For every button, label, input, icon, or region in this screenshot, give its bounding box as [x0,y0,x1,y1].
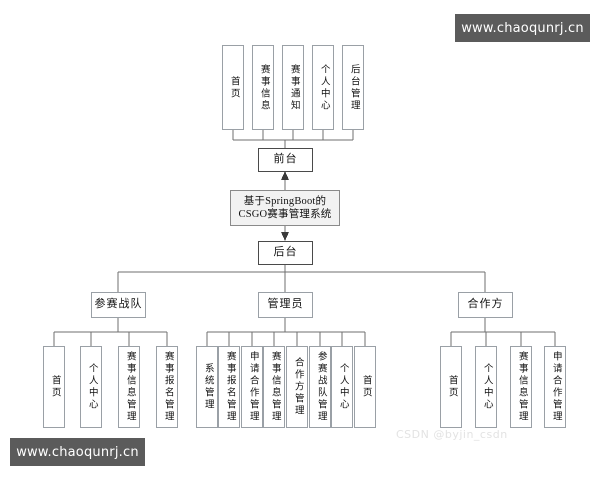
backend-group-label: 参赛战队 [94,298,143,311]
group-item-box[interactable]: 个人中心 [331,346,353,428]
group-item-label: 申请合作管理 [550,351,561,423]
group-item-label: 参赛战队管理 [315,351,326,423]
group-item-label: 赛事信息管理 [516,351,527,423]
group-item-label: 个人中心 [86,363,97,411]
group-item-box[interactable]: 申请合作管理 [241,346,263,428]
frontend-node[interactable]: 前台 [258,148,313,172]
group-item-box[interactable]: 申请合作管理 [544,346,566,428]
group-item-box[interactable]: 首页 [440,346,462,428]
system-title-node[interactable]: 基于SpringBoot的 CSGO赛事管理系统 [230,190,340,226]
group-item-label: 合作方管理 [292,357,303,417]
group-item-box[interactable]: 首页 [354,346,376,428]
group-item-box[interactable]: 赛事信息管理 [118,346,140,428]
backend-group-label: 合作方 [467,298,504,311]
group-item-label: 首页 [446,375,457,399]
group-item-box[interactable]: 赛事报名管理 [218,346,240,428]
frontend-item-label: 首页 [228,75,239,100]
group-item-label: 首页 [49,375,60,399]
group-item-label: 个人中心 [481,363,492,411]
backend-group-label: 管理员 [267,298,304,311]
group-item-box[interactable]: 参赛战队管理 [309,346,331,428]
watermark-bottom-left: www.chaoqunrj.cn [10,438,145,466]
system-title-label: 基于SpringBoot的 CSGO赛事管理系统 [238,195,332,220]
frontend-node-label: 前台 [273,153,298,166]
frontend-item-box[interactable]: 赛事通知 [282,45,304,130]
group-item-label: 赛事报名管理 [224,351,235,423]
frontend-item-box[interactable]: 首页 [222,45,244,130]
frontend-item-box[interactable]: 赛事信息 [252,45,274,130]
watermark-csdn-text: CSDN @byjin_csdn [396,428,508,441]
group-item-label: 个人中心 [337,363,348,411]
group-item-label: 申请合作管理 [247,351,258,423]
group-item-box[interactable]: 个人中心 [475,346,497,428]
backend-node[interactable]: 后台 [258,241,313,265]
frontend-item-label: 赛事通知 [288,63,299,112]
backend-group-header[interactable]: 合作方 [458,292,513,318]
group-item-label: 首页 [360,375,371,399]
group-item-box[interactable]: 合作方管理 [286,346,308,428]
group-item-label: 系统管理 [202,363,213,411]
group-item-box[interactable]: 赛事信息管理 [263,346,285,428]
group-item-label: 赛事信息管理 [269,351,280,423]
watermark-csdn: CSDN @byjin_csdn [396,428,508,441]
frontend-item-label: 个人中心 [318,63,329,112]
backend-group-header[interactable]: 参赛战队 [91,292,146,318]
group-item-box[interactable]: 赛事信息管理 [510,346,532,428]
backend-node-label: 后台 [273,246,298,259]
frontend-item-box[interactable]: 个人中心 [312,45,334,130]
frontend-item-box[interactable]: 后台管理 [342,45,364,130]
group-item-box[interactable]: 个人中心 [80,346,102,428]
group-item-box[interactable]: 系统管理 [196,346,218,428]
backend-group-header[interactable]: 管理员 [258,292,313,318]
group-item-label: 赛事报名管理 [162,351,173,423]
watermark-text: www.chaoqunrj.cn [461,20,584,36]
group-item-box[interactable]: 首页 [43,346,65,428]
frontend-item-label: 赛事信息 [258,63,269,112]
group-item-box[interactable]: 赛事报名管理 [156,346,178,428]
watermark-top-right: www.chaoqunrj.cn [455,14,590,42]
group-item-label: 赛事信息管理 [124,351,135,423]
frontend-item-label: 后台管理 [348,63,359,112]
watermark-text: www.chaoqunrj.cn [16,444,139,460]
